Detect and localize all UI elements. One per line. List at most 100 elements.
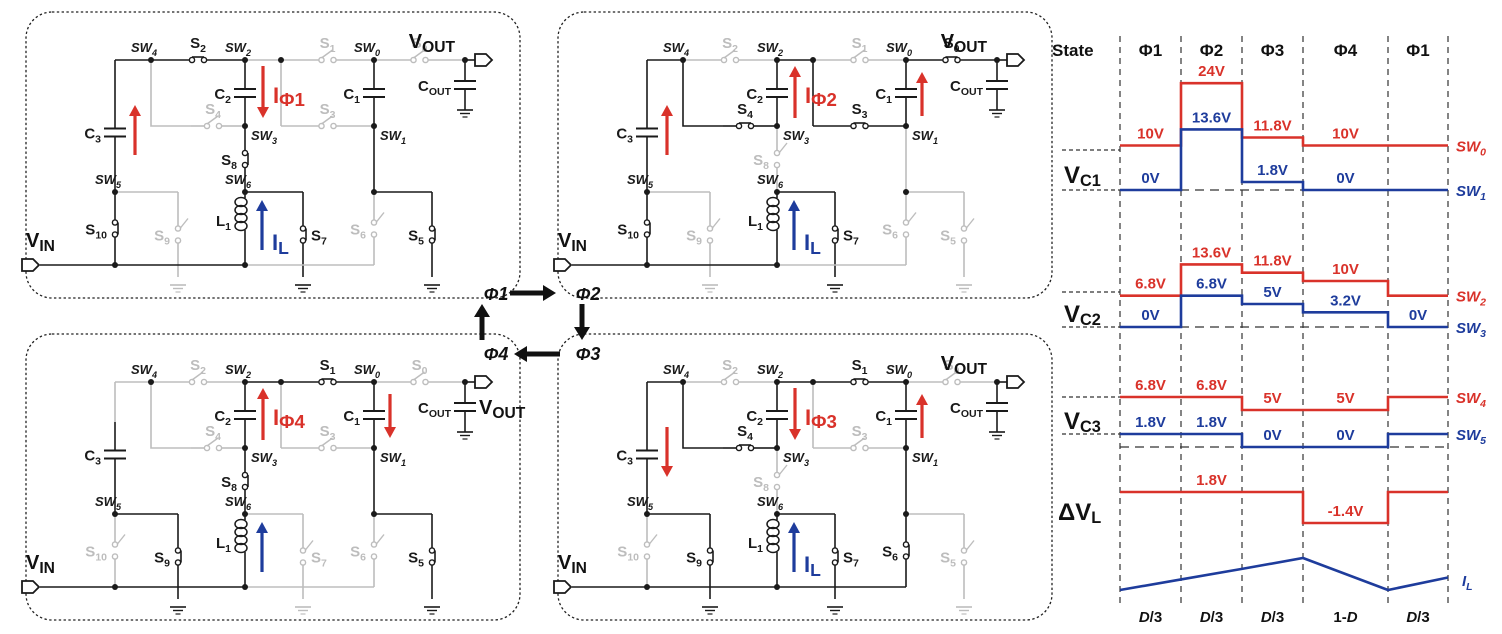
series-label-SW5-main: SW xyxy=(1456,427,1482,444)
c1-current-arrow-head xyxy=(384,427,396,438)
capacitor-label-COUT: COUT xyxy=(418,400,452,420)
switch-S10: S10 xyxy=(617,192,651,265)
inductor-turn xyxy=(234,542,248,554)
node-label-SW3: SW3 xyxy=(783,450,809,468)
vin-pin-icon xyxy=(21,258,41,272)
capacitor-label-COUT-main: C xyxy=(418,400,429,417)
capacitor-label-COUT-main: C xyxy=(950,400,961,417)
vout-label-sub: OUT xyxy=(422,39,455,56)
switch-contact xyxy=(954,378,961,386)
switch-contact xyxy=(299,559,307,566)
il-label-main: I xyxy=(272,230,278,255)
switch-label-S8: S8 xyxy=(753,474,769,494)
node-label-SW6-main: SW xyxy=(225,172,248,187)
capacitor-C1: C1 xyxy=(343,60,385,126)
capacitor-COUT: COUT xyxy=(950,382,1008,432)
switch-contact xyxy=(831,547,839,554)
switch-contact xyxy=(200,378,208,386)
node-dot-SW4 xyxy=(680,379,686,385)
capacitor-label-COUT-sub: OUT xyxy=(961,86,984,98)
inductor-turn xyxy=(766,518,780,530)
switch-contact xyxy=(747,122,755,130)
phase-current-label: IΦ4 xyxy=(273,405,305,432)
panel-border xyxy=(25,333,521,621)
state-label: Φ1 xyxy=(1406,41,1429,60)
node-dot-SW2 xyxy=(774,57,780,63)
series-label-SW5: SW5 xyxy=(1456,427,1486,447)
capacitor-label-C3-main: C xyxy=(616,448,627,465)
capacitor-label-C3-sub: 3 xyxy=(627,456,633,468)
switch-label-S8-sub: 8 xyxy=(763,482,769,494)
switch-label-S6-sub: 6 xyxy=(360,230,366,242)
inductor-label-main: L xyxy=(748,213,757,230)
node-label-SW0-main: SW xyxy=(354,362,377,377)
switch-label-S6-sub: 6 xyxy=(892,230,898,242)
value-label-SW3: 3.2V xyxy=(1330,292,1361,309)
c1-current-arrow xyxy=(916,72,928,116)
inductor-label-sub: 1 xyxy=(757,221,763,233)
switch-label-S9-main: S xyxy=(686,550,696,567)
switch-contact xyxy=(299,225,307,232)
switch-label-S2: S2 xyxy=(722,357,738,377)
switch-S4: S4 xyxy=(191,423,235,452)
node-dot-vout xyxy=(462,57,468,63)
node-label-SW6: SW6 xyxy=(225,494,252,512)
node-label-SW2-main: SW xyxy=(757,362,780,377)
inductor-turn xyxy=(234,534,248,546)
ground-icon xyxy=(702,606,718,615)
duration-part: /3 xyxy=(1211,609,1224,626)
switch-contact xyxy=(850,56,857,64)
inductor-turn xyxy=(766,542,780,554)
value-label-SW1: 0V xyxy=(1141,170,1159,187)
inductor-turn xyxy=(234,526,248,538)
switch-label-S7-main: S xyxy=(311,550,321,567)
node-label-SW1: SW1 xyxy=(912,450,938,468)
value-label-SW4: 5V xyxy=(1263,390,1281,407)
node-dot-SW3 xyxy=(242,445,248,451)
capacitor-label-C2: C2 xyxy=(214,86,231,106)
node-label-SW2-main: SW xyxy=(225,40,248,55)
switch-blade-open xyxy=(304,540,314,551)
switch-blade-open xyxy=(853,49,865,59)
node-label-SW5: SW5 xyxy=(627,494,654,512)
switch-contact xyxy=(330,378,337,386)
switch-label-S4-sub: 4 xyxy=(215,431,221,443)
capacitor-label-C3-main: C xyxy=(84,126,95,143)
node-label-SW1-sub: 1 xyxy=(933,458,938,468)
waveform-SW3 xyxy=(1120,294,1448,329)
switch-label-S0: S0 xyxy=(944,357,960,377)
node-dot-SW6 xyxy=(242,189,248,195)
switch-S6: S6 xyxy=(882,192,917,265)
vout-pin-icon xyxy=(1006,53,1026,67)
node-dot-SW2 xyxy=(774,379,780,385)
switch-S8: S8 xyxy=(753,448,788,514)
value-label-SW2: 11.8V xyxy=(1253,253,1291,270)
switch-label-S5-main: S xyxy=(408,228,418,245)
switch-S7: S7 xyxy=(831,514,859,599)
node-dot-SW0 xyxy=(903,57,909,63)
switch-label-S7-sub: 7 xyxy=(321,558,327,570)
switch-label-S9: S9 xyxy=(686,228,702,248)
switch-contact xyxy=(942,56,949,64)
capacitor-label-COUT-sub: OUT xyxy=(429,408,452,420)
c1-current-arrow xyxy=(916,394,928,438)
switch-label-S6-sub: 6 xyxy=(360,552,366,564)
vin-label: VIN xyxy=(558,230,587,255)
node-label-SW3-main: SW xyxy=(783,128,806,143)
value-label-SW5: 0V xyxy=(1263,427,1281,444)
waveform-SW1 xyxy=(1120,128,1448,192)
c3-current-arrow xyxy=(661,105,673,155)
switch-label-S3-main: S xyxy=(852,101,862,118)
switch-contact xyxy=(410,56,417,64)
switch-S5: S5 xyxy=(940,192,975,277)
switch-label-S1-sub: 1 xyxy=(862,365,868,377)
capacitor-label-C1: C1 xyxy=(343,408,360,428)
vout-label-main: V xyxy=(409,31,423,53)
node-label-SW5-sub: 5 xyxy=(116,180,122,190)
switch-label-S10: S10 xyxy=(85,544,107,564)
signal-label-VC3: VC3 xyxy=(1064,408,1101,436)
